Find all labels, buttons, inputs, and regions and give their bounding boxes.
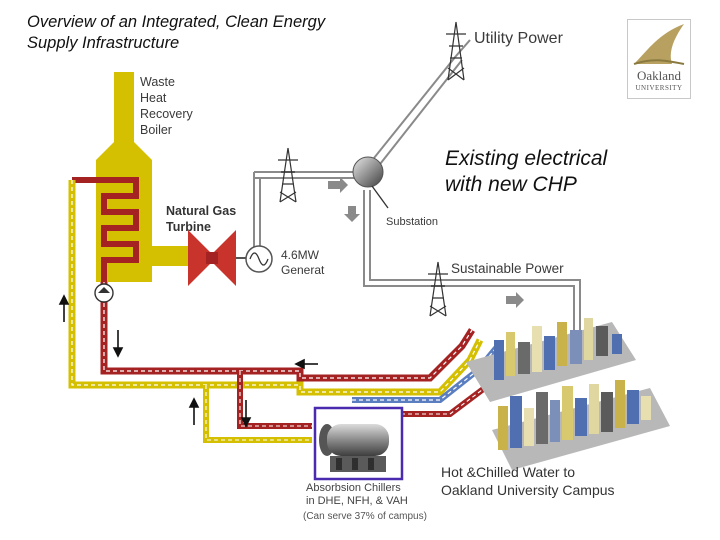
turbine-label-line: Turbine [166,220,211,234]
substation-sphere [352,156,389,209]
existing-label-line: with new CHP [445,173,577,196]
chiller-label-line: in DHE, NFH, & VAH [306,495,408,507]
boiler-label: Waste Heat Recovery Boiler [140,74,193,138]
power-lines [253,39,581,345]
boiler-label-line: Boiler [140,123,172,137]
turbine-label-line: Natural Gas [166,204,237,218]
title-line-1: Overview of an Integrated, Clean Energy [27,13,326,31]
logo-word-university: UNIVERSITY [635,84,683,92]
tower-left-icon [278,147,298,203]
utility-power-label: Utility Power [474,30,563,47]
existing-label-line: Existing electrical [445,147,608,170]
campus-buildings [466,318,670,470]
generator-icon [245,245,273,273]
chiller-label-line: Absorbsion Chillers [306,482,401,494]
boiler-label-line: Waste [140,75,175,89]
pipe-flow-arrows [58,294,318,428]
logo-word-oakland: Oakland [636,68,682,83]
generator-label: 4.6MW Generat [281,248,327,278]
diagram-title: Overview of an Integrated, Clean Energy … [27,12,325,54]
existing-electrical-label: Existing electrical with new CHP [445,146,607,198]
campus-label: Hot &Chilled Water to Oakland University… [441,463,615,499]
sustainable-power-label: Sustainable Power [451,261,564,276]
chiller-note: (Can serve 37% of campus) [303,511,427,522]
chiller-label: Absorbsion Chillers in DHE, NFH, & VAH [306,482,408,508]
substation-label: Substation [386,216,438,228]
absorption-chiller [313,406,404,481]
boiler-label-line: Recovery [140,107,193,121]
oakland-sail-icon [633,24,685,65]
boiler-label-line: Heat [140,91,167,105]
generator-label-line: Generat [281,263,325,277]
campus-label-line: Oakland University Campus [441,482,615,498]
turbine-label: Natural Gas Turbine [166,203,236,235]
tower-sustainable-icon [428,261,448,317]
waste-heat-boiler [72,72,194,282]
title-line-2: Supply Infrastructure [27,34,180,52]
tower-utility-icon [446,21,466,81]
generator-label-line: 4.6MW [281,248,320,262]
campus-label-line: Hot &Chilled Water to [441,464,576,480]
flow-arrows [328,177,524,308]
oakland-university-logo: Oakland UNIVERSITY [627,19,691,99]
gas-turbine [188,230,248,286]
pump-icon [94,283,114,303]
